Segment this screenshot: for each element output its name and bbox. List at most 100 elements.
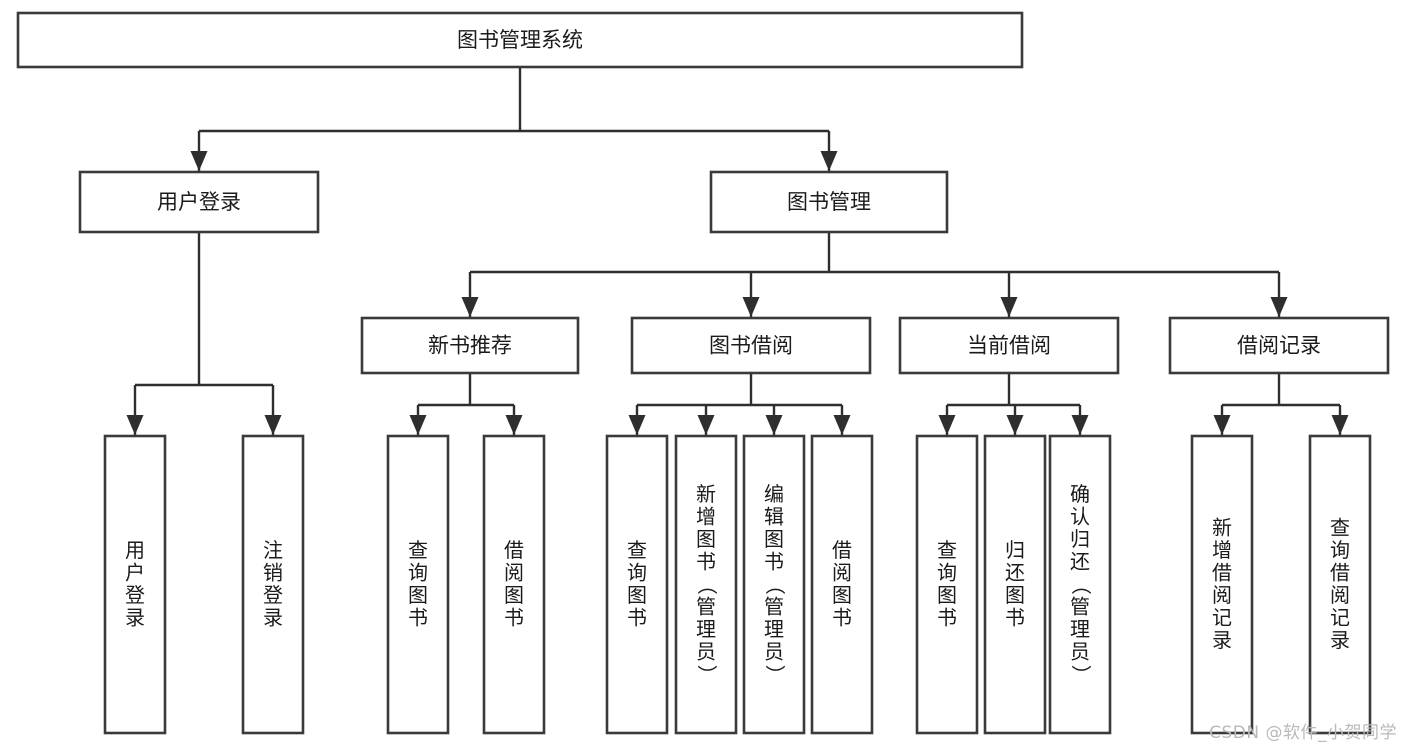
arrow-head-icon <box>742 297 760 317</box>
node-label-char: 询 <box>1330 538 1350 562</box>
node-root[interactable]: 图书管理系统 <box>16 11 1024 69</box>
node-label-char: （ <box>1069 575 1093 595</box>
node-new-book-recommend[interactable]: 新书推荐 <box>360 316 580 375</box>
node-label-book-borrow: 图书借阅 <box>709 334 793 358</box>
node-label-char: 理 <box>696 617 716 641</box>
node-label-char: 辑 <box>764 504 784 528</box>
node-label-char: 记 <box>1212 606 1232 630</box>
arrow-head-icon <box>1213 415 1231 435</box>
node-label-char: 记 <box>1330 606 1350 630</box>
node-box-root <box>16 11 1024 69</box>
node-box-leaf-edit-book <box>742 434 806 735</box>
node-label-char: ） <box>763 665 787 685</box>
node-label-char: 图 <box>627 583 647 607</box>
node-box-new-book-recommend <box>360 316 580 375</box>
node-user-login[interactable]: 用户登录 <box>78 170 320 234</box>
node-label-char: 管 <box>696 594 716 618</box>
node-label-char: 编 <box>764 482 784 506</box>
arrow-head-icon <box>1006 415 1024 435</box>
node-borrow-record[interactable]: 借阅记录 <box>1168 316 1390 375</box>
node-label-char: 录 <box>125 606 145 630</box>
arrow-head-icon <box>264 415 282 435</box>
node-box-book-borrow <box>630 316 872 375</box>
node-label-char: 图 <box>937 583 957 607</box>
node-label-char: 书 <box>937 606 957 630</box>
node-label-char: 录 <box>1330 628 1350 652</box>
node-box-leaf-borrow-book-2 <box>810 434 874 735</box>
node-label-char: 理 <box>1070 617 1090 641</box>
csdn-watermark: CSDN @软件_小贺同学 <box>1209 723 1397 743</box>
node-label-char: 阅 <box>832 561 852 585</box>
node-box-leaf-query-record <box>1308 434 1372 735</box>
node-label-char: ） <box>695 665 719 685</box>
node-box-current-borrow <box>898 316 1120 375</box>
arrow-head-icon <box>409 415 427 435</box>
node-label-char: 员 <box>696 639 716 663</box>
node-box-leaf-return-book <box>983 434 1047 735</box>
arrow-head-icon <box>1270 297 1288 317</box>
node-label-char: 阅 <box>1212 583 1232 607</box>
arrow-head-icon <box>938 415 956 435</box>
connectors-layer <box>126 67 1349 435</box>
node-label-char: 还 <box>1070 549 1090 573</box>
node-label-char: 图 <box>504 583 524 607</box>
node-label-char: 询 <box>937 561 957 585</box>
arrow-head-icon <box>126 415 144 435</box>
node-box-leaf-user-login <box>103 434 167 735</box>
node-box-borrow-record <box>1168 316 1390 375</box>
node-label-char: （ <box>763 575 787 595</box>
arrow-head-icon <box>628 415 646 435</box>
node-label-char: 员 <box>764 639 784 663</box>
arrow-head-icon <box>697 415 715 435</box>
node-current-borrow[interactable]: 当前借阅 <box>898 316 1120 375</box>
node-label-char: 查 <box>1330 516 1350 540</box>
node-label-char: 书 <box>504 606 524 630</box>
node-box-leaf-borrow-book-1 <box>482 434 546 735</box>
node-box-leaf-query-book-1 <box>386 434 450 735</box>
node-box-leaf-add-record <box>1190 434 1254 735</box>
node-label-char: 管 <box>1070 594 1090 618</box>
node-label-char: 增 <box>696 504 716 528</box>
node-label-char: 新 <box>1212 516 1232 540</box>
node-label-char: 书 <box>696 549 716 573</box>
node-label-char: 书 <box>627 606 647 630</box>
node-label-char: 销 <box>263 561 283 585</box>
node-label-char: 员 <box>1070 639 1090 663</box>
node-label-char: 录 <box>1212 628 1232 652</box>
arrow-head-icon <box>461 297 479 317</box>
arrow-head-icon <box>505 415 523 435</box>
node-book-borrow[interactable]: 图书借阅 <box>630 316 872 375</box>
node-label-char: 借 <box>832 538 852 562</box>
node-box-user-login <box>78 170 320 234</box>
node-label-char: 认 <box>1070 504 1090 528</box>
node-label-char: 登 <box>125 583 145 607</box>
node-box-leaf-confirm-return <box>1048 434 1112 735</box>
node-label-char: 图 <box>408 583 428 607</box>
node-label-char: 借 <box>1212 561 1232 585</box>
node-book-manage[interactable]: 图书管理 <box>709 170 949 234</box>
node-box-leaf-logout <box>241 434 305 735</box>
node-label-char: 归 <box>1005 538 1025 562</box>
node-leaf-user-login[interactable]: 用户登录 <box>103 434 167 735</box>
arrow-head-icon <box>820 151 838 171</box>
node-label-char: 用 <box>125 538 145 562</box>
node-label-char: 户 <box>125 561 145 585</box>
node-box-leaf-add-book <box>674 434 738 735</box>
arrow-head-icon <box>1000 297 1018 317</box>
node-label-new-book-recommend: 新书推荐 <box>428 334 512 358</box>
arrow-head-icon <box>190 151 208 171</box>
node-label-char: 书 <box>832 606 852 630</box>
